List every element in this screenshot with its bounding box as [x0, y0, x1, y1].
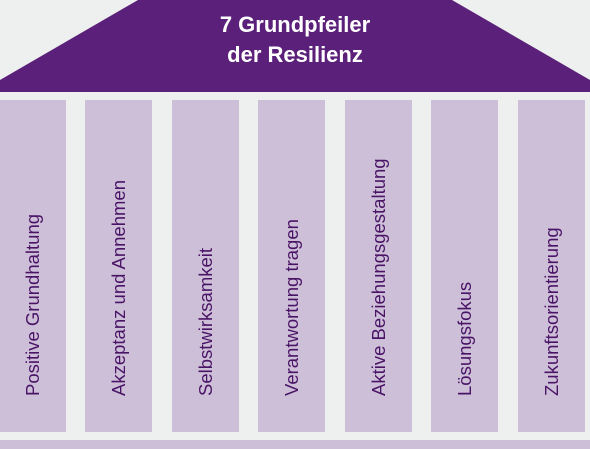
pillar-label: Positive Grundhaltung	[21, 213, 43, 396]
title-line-2: der Resilienz	[227, 42, 363, 67]
pillar-label: Zukunftsorientierung	[540, 227, 562, 396]
pillar-label: Akzeptanz und Annehmen	[107, 180, 129, 396]
roof	[0, 0, 590, 92]
pillar-3: Selbstwirksamkeit	[172, 100, 239, 432]
pillar-4: Verantwortung tragen	[258, 100, 325, 432]
pillar-1: Positive Grundhaltung	[0, 100, 66, 432]
pillar-label: Aktive Beziehungsgestaltung	[367, 158, 389, 396]
pillar-label: Selbstwirksamkeit	[194, 247, 216, 396]
pillar-5: Aktive Beziehungsgestaltung	[345, 100, 412, 432]
title-line-1: 7 Grundpfeiler	[219, 12, 371, 37]
pillar-6: Lösungsfokus	[431, 100, 498, 432]
roof-shape	[0, 0, 590, 92]
pillar-label: Lösungsfokus	[453, 281, 475, 396]
base-plate	[0, 440, 590, 449]
pillar-7: Zukunftsorientierung	[518, 100, 585, 432]
pillars: Positive Grundhaltung Akzeptanz und Anne…	[0, 100, 590, 432]
pillar-label: Verantwortung tragen	[280, 219, 302, 396]
pillar-2: Akzeptanz und Annehmen	[85, 100, 152, 432]
diagram-title: 7 Grundpfeiler der Resilienz	[0, 10, 590, 70]
